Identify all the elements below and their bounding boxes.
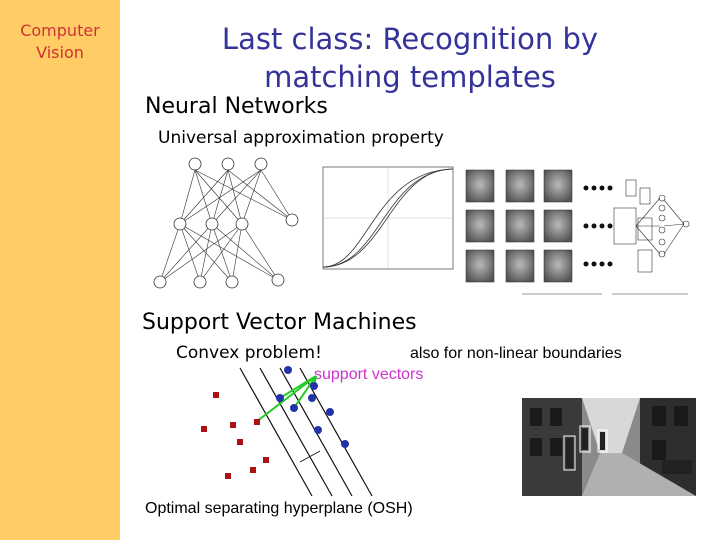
heading-support-vector-machines: Support Vector Machines [142,310,417,335]
face-detection-figure [465,169,690,295]
sidebar-title-line2: Vision [36,43,84,62]
class-b-points [201,392,269,479]
slide-title: Last class: Recognition by matching temp… [170,20,650,96]
slide-title-line2: matching templates [264,60,556,94]
note-nonlinear-boundaries: also for non-linear boundaries [410,345,622,362]
subheading-convex-problem: Convex problem! [176,343,322,363]
pedestrian-street-photo [522,398,696,496]
caption-osh: Optimal separating hyperplane (OSH) [145,500,413,517]
heading-neural-networks: Neural Networks [145,94,328,119]
slide-title-line1: Last class: Recognition by [221,22,599,56]
sidebar-band: Computer Vision [0,0,120,540]
subheading-universal-approximation: Universal approximation property [158,128,444,148]
svm-diagram [201,366,373,497]
sidebar-title: Computer Vision [0,20,120,64]
label-support-vectors: support vectors [314,366,424,383]
class-a-points [276,366,349,448]
sigmoid-curves-plot [322,166,454,270]
neural-network-diagram [153,157,299,289]
sidebar-title-line1: Computer [20,21,100,40]
